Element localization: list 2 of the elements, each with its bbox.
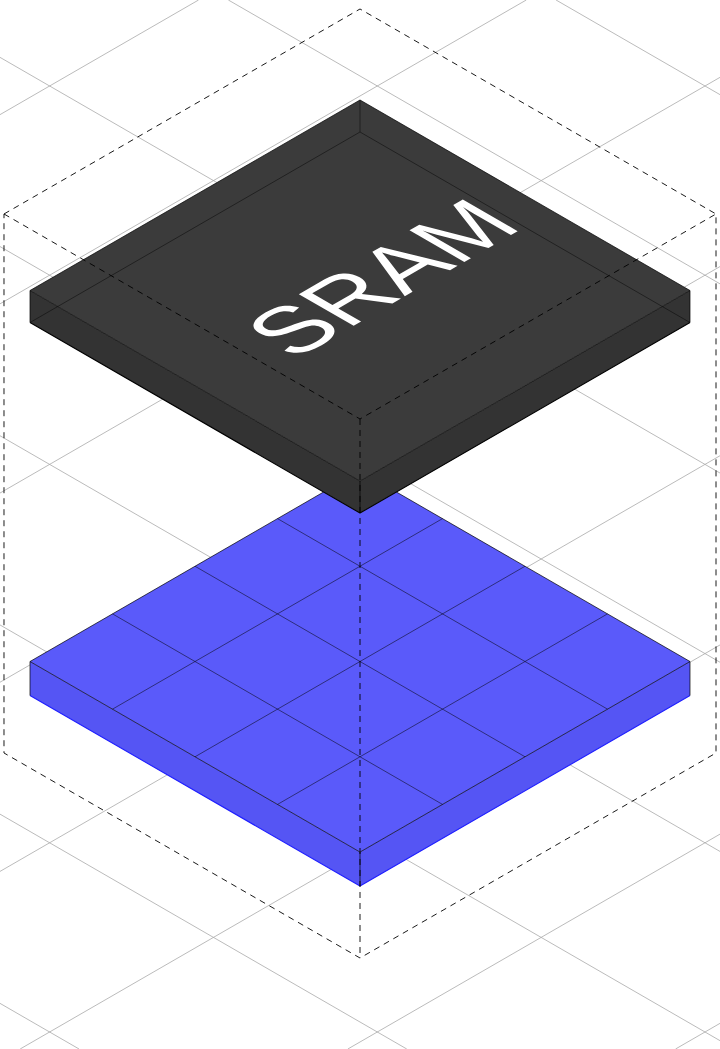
chip-layer: SRAM [29, 99, 691, 514]
chip-layer [29, 491, 691, 887]
